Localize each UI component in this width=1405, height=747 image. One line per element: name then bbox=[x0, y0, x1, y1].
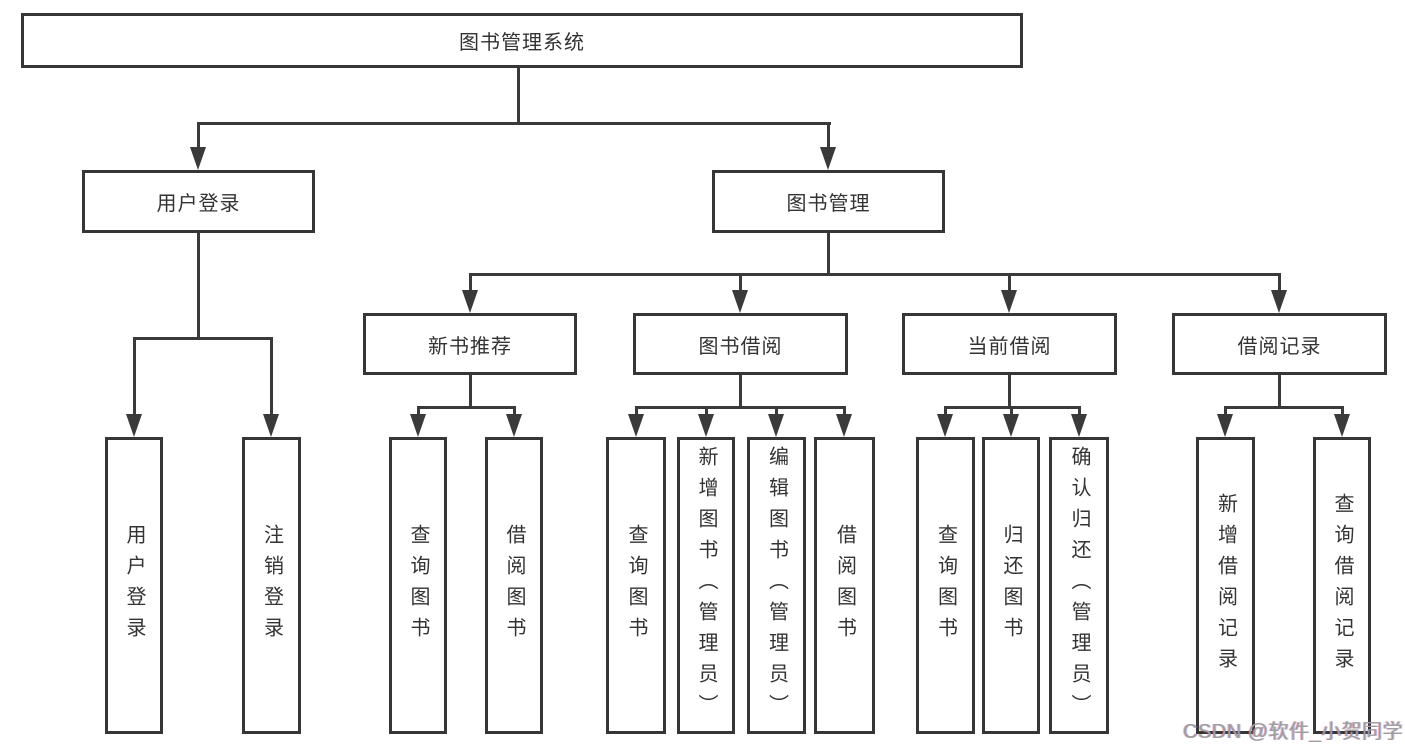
connector-recommend-horizontal bbox=[417, 406, 515, 409]
connector-bookmgmt-vertical bbox=[827, 233, 830, 273]
node-label: 借阅记录 bbox=[1237, 335, 1322, 358]
node-book-borrowing: 图书借阅 bbox=[633, 313, 848, 375]
node-label: 当前借阅 bbox=[967, 335, 1052, 358]
node-label: 借阅图书 bbox=[833, 523, 856, 648]
leaf-add-borrow-record: 新增借阅记录 bbox=[1196, 437, 1255, 734]
arrow-down-icon bbox=[836, 414, 852, 437]
node-label: 编辑图书（管理员） bbox=[765, 446, 788, 725]
leaf-add-book-admin: 新增图书（管理员） bbox=[677, 437, 735, 734]
node-library-management-system: 图书管理系统 bbox=[21, 13, 1023, 68]
arrow-down-icon bbox=[126, 414, 142, 437]
arrow-down-icon bbox=[937, 414, 953, 437]
node-user-login: 用户登录 bbox=[82, 170, 315, 233]
node-label: 新增借阅记录 bbox=[1214, 492, 1237, 679]
node-label: 用户登录 bbox=[123, 523, 145, 648]
node-new-book-recommend: 新书推荐 bbox=[363, 313, 577, 375]
leaf-query-books-current: 查询图书 bbox=[916, 437, 975, 734]
connector-records-vertical bbox=[1278, 375, 1281, 406]
connector-current-drop-1 bbox=[944, 406, 947, 417]
connector-bookmgmt-drop-4 bbox=[1278, 276, 1281, 293]
connector-current-drop-2 bbox=[1010, 406, 1013, 417]
node-current-borrowing: 当前借阅 bbox=[902, 313, 1117, 375]
node-label: 确认归还（管理员） bbox=[1068, 446, 1090, 725]
connector-root-horizontal bbox=[197, 122, 831, 125]
leaf-user-login: 用户登录 bbox=[105, 437, 163, 734]
connector-borrowing-vertical bbox=[739, 375, 742, 406]
arrow-down-icon bbox=[1334, 414, 1350, 437]
connector-userlogin-vertical bbox=[197, 233, 200, 337]
arrow-down-icon bbox=[698, 414, 714, 437]
connector-bookmgmt-drop-2 bbox=[739, 276, 742, 293]
arrow-down-icon bbox=[1071, 414, 1087, 437]
connector-borrowing-horizontal bbox=[635, 406, 846, 409]
node-label: 查询图书 bbox=[625, 523, 647, 648]
connector-bookmgmt-drop-3 bbox=[1008, 276, 1011, 293]
connector-current-drop-3 bbox=[1078, 406, 1081, 417]
node-label: 注销登录 bbox=[260, 523, 283, 648]
node-book-management: 图书管理 bbox=[712, 170, 945, 233]
arrow-down-icon bbox=[1003, 414, 1019, 437]
node-label: 归还图书 bbox=[1000, 523, 1022, 648]
arrow-down-icon bbox=[732, 290, 748, 313]
connector-records-drop-2 bbox=[1341, 406, 1344, 417]
leaf-borrow-books-recommend: 借阅图书 bbox=[485, 437, 543, 734]
leaf-confirm-return-admin: 确认归还（管理员） bbox=[1049, 437, 1109, 734]
connector-records-horizontal bbox=[1224, 406, 1344, 409]
leaf-borrow-books-borrowing: 借阅图书 bbox=[814, 437, 875, 734]
connector-recommend-drop-2 bbox=[513, 406, 516, 417]
connector-recommend-vertical bbox=[469, 375, 472, 406]
node-label: 用户登录 bbox=[156, 193, 241, 215]
arrow-down-icon bbox=[506, 414, 522, 437]
leaf-query-books-recommend: 查询图书 bbox=[389, 437, 447, 734]
node-label: 图书管理 bbox=[786, 193, 871, 215]
arrow-down-icon bbox=[190, 147, 206, 170]
connector-borrowing-drop-3 bbox=[775, 406, 778, 417]
arrow-down-icon bbox=[820, 147, 836, 170]
arrow-down-icon bbox=[263, 414, 279, 437]
connector-current-vertical bbox=[1008, 375, 1011, 406]
leaf-return-books: 归还图书 bbox=[982, 437, 1040, 734]
node-label: 图书借阅 bbox=[698, 335, 783, 358]
node-label: 借阅图书 bbox=[503, 523, 525, 648]
connector-userlogin-horizontal bbox=[133, 337, 273, 340]
node-label: 查询图书 bbox=[934, 523, 957, 648]
connector-recommend-drop-1 bbox=[417, 406, 420, 417]
connector-borrowing-drop-2 bbox=[705, 406, 708, 417]
arrow-down-icon bbox=[628, 414, 644, 437]
connector-userlogin-drop-2 bbox=[270, 340, 273, 417]
arrow-down-icon bbox=[1217, 414, 1233, 437]
connector-root-vertical bbox=[517, 68, 520, 125]
connector-bookmgmt-horizontal bbox=[469, 273, 1281, 276]
connector-borrowing-drop-4 bbox=[843, 406, 846, 417]
node-label: 新增图书（管理员） bbox=[695, 446, 717, 725]
csdn-watermark: CSDN @软件_小贺同学 bbox=[1183, 721, 1404, 743]
leaf-query-books-borrowing: 查询图书 bbox=[606, 437, 666, 734]
leaf-edit-book-admin: 编辑图书（管理员） bbox=[747, 437, 806, 734]
leaf-logout: 注销登录 bbox=[242, 437, 301, 734]
connector-root-drop-right bbox=[827, 125, 830, 150]
arrow-down-icon bbox=[1001, 290, 1017, 313]
node-label: 新书推荐 bbox=[428, 335, 512, 358]
arrow-down-icon bbox=[768, 414, 784, 437]
connector-userlogin-drop-1 bbox=[133, 340, 136, 417]
node-label: 查询借阅记录 bbox=[1331, 492, 1353, 679]
connector-borrowing-drop-1 bbox=[635, 406, 638, 417]
leaf-query-borrow-record: 查询借阅记录 bbox=[1313, 437, 1371, 734]
node-label: 图书管理系统 bbox=[459, 32, 585, 54]
arrow-down-icon bbox=[410, 414, 426, 437]
node-label: 查询图书 bbox=[407, 523, 429, 648]
connector-root-drop-left bbox=[197, 125, 200, 150]
connector-bookmgmt-drop-1 bbox=[469, 276, 472, 293]
node-borrowing-records: 借阅记录 bbox=[1172, 313, 1387, 375]
connector-records-drop-1 bbox=[1224, 406, 1227, 417]
arrow-down-icon bbox=[462, 290, 478, 313]
arrow-down-icon bbox=[1271, 290, 1287, 313]
